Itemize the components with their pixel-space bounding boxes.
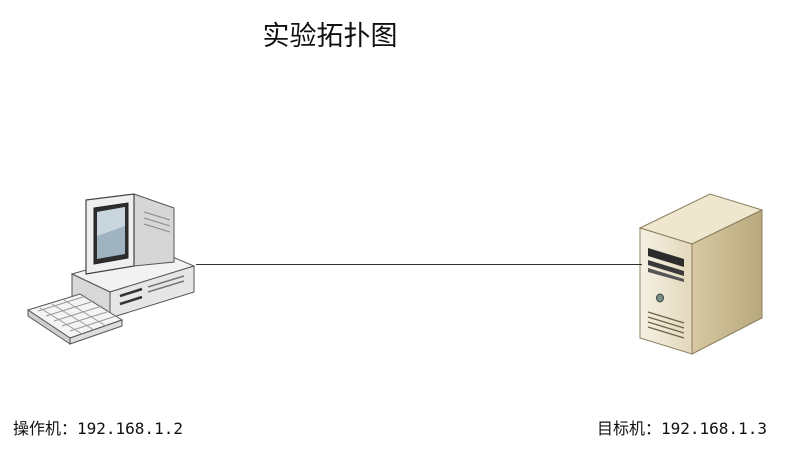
network-link-line [196, 264, 642, 265]
diagram-title: 实验拓扑图 [262, 21, 398, 52]
desktop-computer-icon [26, 193, 196, 345]
target-node-label: 目标机：192.168.1.3 [597, 419, 767, 438]
server-tower-icon [638, 193, 764, 355]
operator-node-label: 操作机：192.168.1.2 [13, 419, 183, 438]
